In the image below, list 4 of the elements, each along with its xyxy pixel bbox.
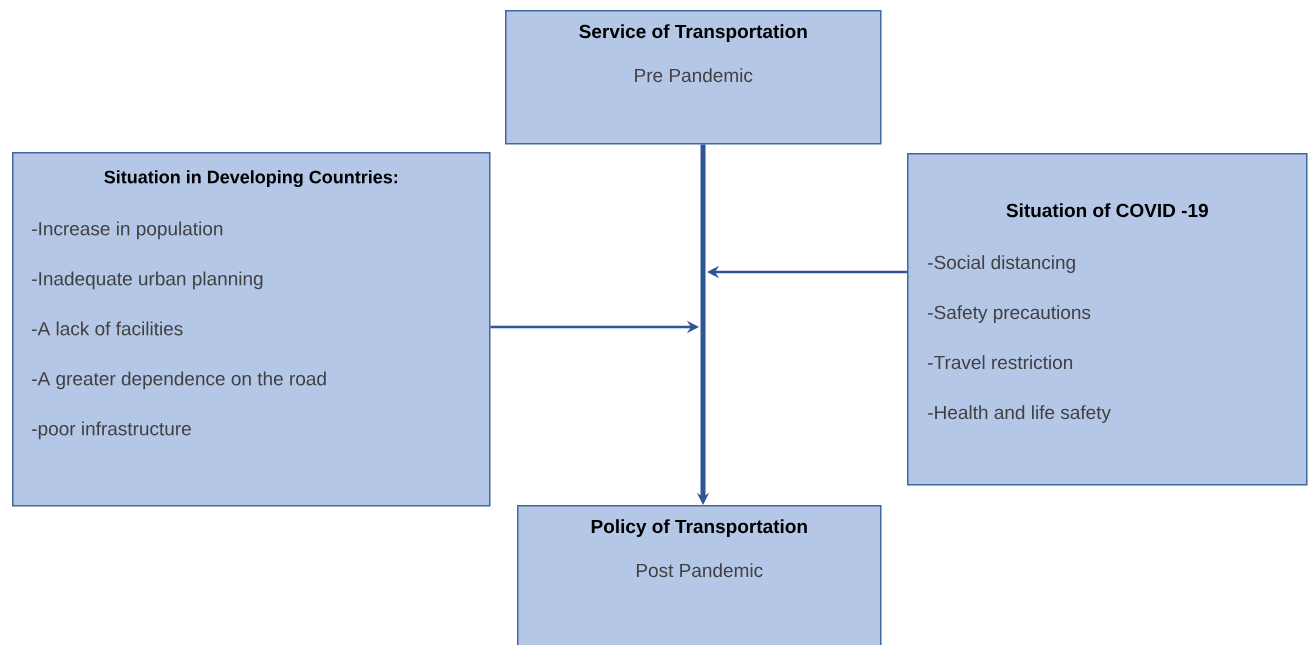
- text-box: Situation in Developing Countries: -Increase in population -Inadequate urban planning -A lack of facilities -A greater dependence on the road -poor infrastructure: [12, 152, 491, 507]
- text-box: Policy of Transportation Post Pandemic: [517, 505, 882, 645]
- text-box: Service of Transportation Pre Pandemic: [505, 10, 882, 145]
- text-box: Situation of COVID -19 -Social distancing -Safety precautions -Travel restriction -Health and life safety: [907, 153, 1308, 486]
